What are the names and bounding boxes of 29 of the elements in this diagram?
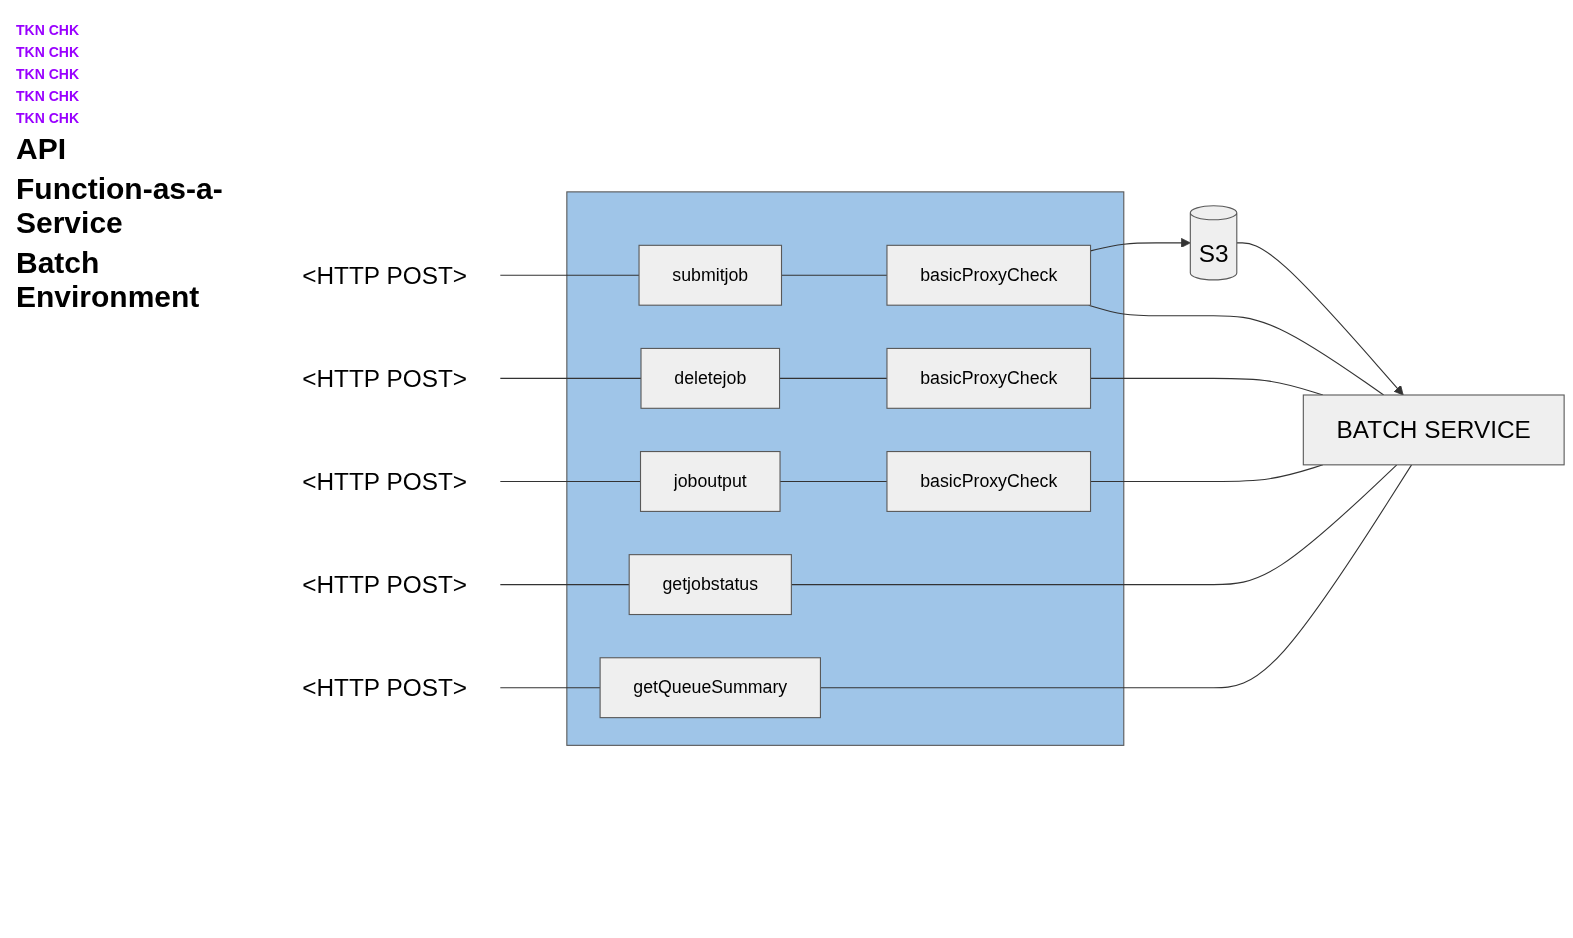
connector — [499, 275, 640, 277]
cluster — [566, 191, 1125, 747]
token-check-label: TKN CHK — [16, 66, 80, 82]
column-heading: Batch Environment — [16, 246, 201, 314]
connector — [499, 687, 601, 689]
token-check-label: TKN CHK — [16, 110, 80, 126]
node-text: <HTTP POST> — [302, 364, 468, 393]
connector — [499, 378, 642, 380]
node-text: <HTTP POST> — [302, 674, 468, 702]
node-box: basicProxyCheck — [886, 451, 1092, 513]
token-check-label: TKN CHK — [16, 88, 80, 104]
token-check-label: TKN CHK — [16, 22, 80, 38]
node-text: <HTTP POST> — [302, 261, 468, 290]
node-text: <HTTP POST> — [302, 468, 468, 496]
node-box: BATCH SERVICE — [1302, 394, 1565, 466]
node-box: basicProxyCheck — [886, 348, 1092, 410]
node-box: deletejob — [640, 348, 781, 410]
node-box: basicProxyCheck — [886, 245, 1092, 307]
token-check-label: TKN CHK — [16, 44, 80, 60]
node-text: <HTTP POST> — [302, 571, 468, 599]
node-box: getQueueSummary — [599, 657, 821, 719]
node-box: getjobstatus — [628, 554, 792, 616]
column-heading: Function-as-a-Service — [16, 172, 224, 240]
arrow — [1236, 242, 1404, 396]
column-heading: API — [16, 132, 67, 166]
connector — [1088, 305, 1385, 396]
connector — [499, 584, 630, 586]
node-box: joboutput — [639, 451, 781, 513]
node-box: submitjob — [638, 245, 783, 307]
